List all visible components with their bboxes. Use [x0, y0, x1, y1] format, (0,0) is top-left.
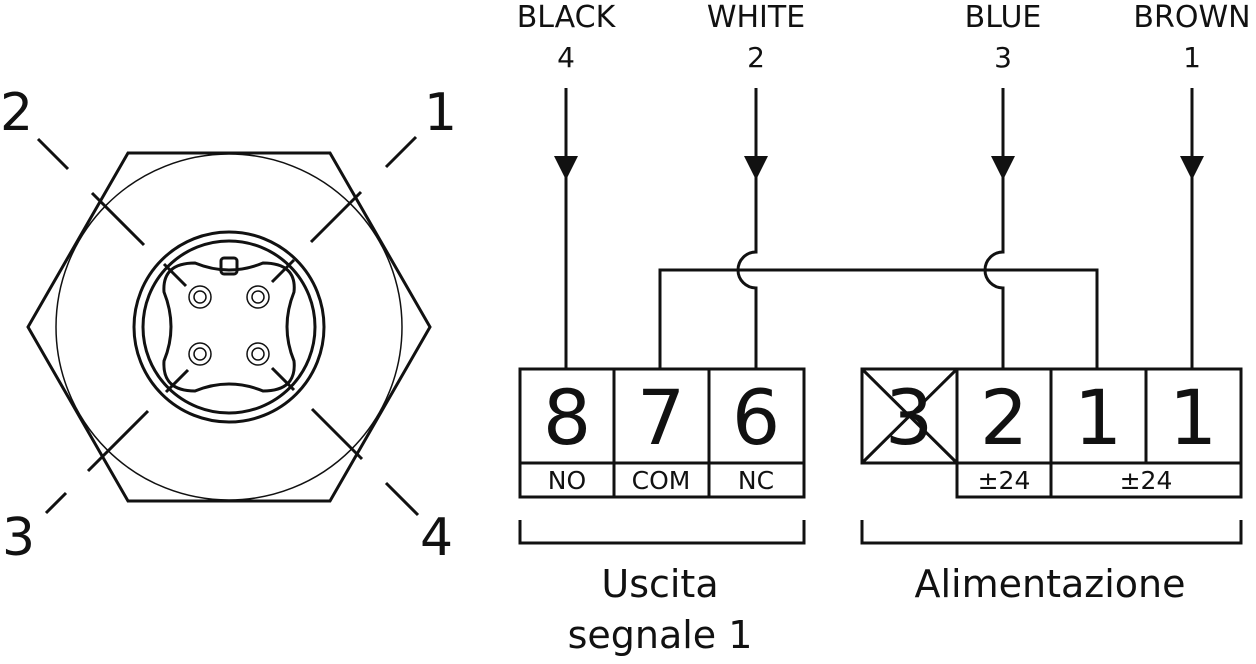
output-terminal-block: 8 7 6 NO COM NC Uscita segnale 1	[518, 367, 806, 657]
pin-2-socket	[188, 285, 212, 309]
connector-insert	[162, 261, 296, 393]
pin-label-2: 2	[0, 83, 33, 143]
terminal-number-2: 2	[980, 373, 1028, 462]
coding-key	[219, 256, 239, 276]
terminal-label-pm24-a: ±24	[978, 466, 1031, 495]
wire-number-black: 4	[557, 41, 575, 74]
output-group-title-line1: Uscita	[601, 562, 718, 606]
terminal-1a	[1049, 367, 1148, 465]
terminal-label-nc-cell	[707, 461, 806, 499]
wire-number-blue: 3	[994, 41, 1012, 74]
connector-face: 1 2 3 4	[0, 83, 457, 568]
nut-inner-circle	[55, 153, 403, 501]
terminal-label-cell-1	[1049, 461, 1243, 499]
pin-3-socket	[188, 342, 212, 366]
leader-pin-3	[44, 368, 190, 515]
wires	[554, 88, 1204, 369]
leader-pin-1	[270, 135, 418, 284]
wire-labels: BLACK 4 WHITE 2 BLUE 3 BROWN 1	[517, 0, 1251, 74]
wire-color-black: BLACK	[517, 0, 617, 35]
terminal-number-6: 6	[732, 373, 780, 462]
wire-number-white: 2	[747, 41, 765, 74]
terminal-number-8: 8	[543, 373, 591, 462]
wire-color-white: WHITE	[707, 0, 805, 35]
wire-white-to-terminal-6	[736, 180, 758, 369]
pin-1-socket	[246, 285, 270, 309]
terminal-number-7: 7	[637, 373, 685, 462]
terminal-label-no: NO	[548, 466, 586, 495]
terminal-number-1b: 1	[1169, 373, 1217, 462]
wire-number-brown: 1	[1183, 41, 1201, 74]
terminal-6	[707, 367, 806, 465]
wire-color-brown: BROWN	[1133, 0, 1250, 35]
pin-label-3: 3	[2, 508, 35, 568]
power-group-title: Alimentazione	[915, 562, 1186, 606]
terminal-3-cross-b	[860, 367, 959, 465]
leader-pin-2	[36, 137, 188, 288]
wire-blue-to-terminal-2	[983, 180, 1005, 369]
terminal-label-pm24-b: ±24	[1120, 466, 1173, 495]
wire-color-blue: BLUE	[965, 0, 1042, 35]
leader-pin-4	[270, 366, 420, 517]
terminal-1b	[1144, 367, 1243, 465]
output-group-bracket	[518, 520, 806, 545]
terminal-label-com: COM	[632, 466, 691, 495]
jumper-com-to-terminal-1	[658, 268, 1099, 369]
output-group-title-line2: segnale 1	[568, 613, 753, 657]
power-terminal-block: 3 2 1 1 ±24 ±24 Alimentazione	[860, 367, 1243, 606]
pin-2-contact	[193, 290, 207, 304]
pin-4-contact	[251, 347, 265, 361]
pin-3-contact	[193, 347, 207, 361]
hex-nut-outline	[26, 151, 432, 503]
terminal-label-nc: NC	[738, 466, 774, 495]
pin-1-contact	[251, 290, 265, 304]
terminal-2	[955, 367, 1053, 465]
connector-inner-ring	[141, 239, 317, 415]
pin-label-1: 1	[424, 83, 457, 143]
terminal-number-1a: 1	[1074, 373, 1122, 462]
connector-outer-ring	[132, 230, 326, 424]
pin-label-4: 4	[420, 508, 453, 568]
pin-4-socket	[246, 342, 270, 366]
power-group-bracket	[860, 520, 1243, 545]
